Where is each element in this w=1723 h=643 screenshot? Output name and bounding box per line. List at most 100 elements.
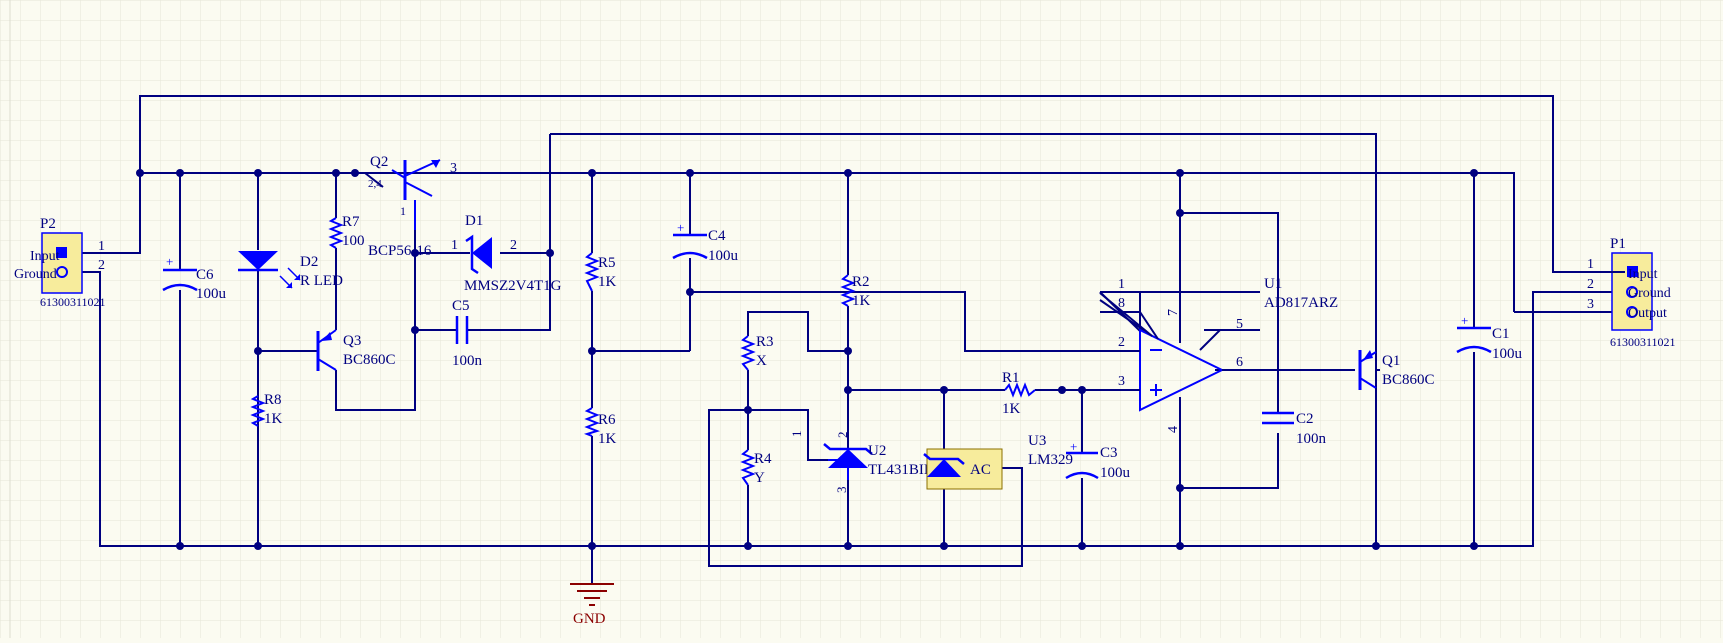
r8-designator: R8: [264, 392, 282, 408]
q2-designator: Q2: [370, 154, 388, 170]
u2-pin3: 3: [834, 487, 849, 494]
connector-p2[interactable]: P2 61300311021 1 2 Input Ground: [14, 216, 106, 309]
u1-pin2: 2: [1118, 335, 1125, 350]
zener-d1[interactable]: D1 MMSZ2V4T1G 1 2: [451, 213, 562, 294]
svg-text:+: +: [677, 220, 684, 235]
capacitor-c3[interactable]: + C3 100u: [1065, 439, 1131, 481]
d1-pin1: 1: [451, 238, 458, 253]
p1-pin2: 2: [1587, 277, 1594, 292]
svg-text:+: +: [166, 254, 173, 269]
d1-value: MMSZ2V4T1G: [464, 278, 562, 294]
resistor-r7[interactable]: R7 100: [328, 214, 365, 249]
u3-value: LM329: [1028, 452, 1073, 468]
q3-value: BC860C: [343, 352, 396, 368]
u1-pin7: 7: [1166, 309, 1181, 316]
capacitor-c2[interactable]: C2 100n: [1262, 411, 1327, 447]
capacitor-c4[interactable]: + C4 100u: [672, 220, 739, 264]
c5-designator: C5: [452, 298, 470, 314]
opamp-u1[interactable]: U1 AD817ARZ 1 8 2 3 7 5 6 4: [1099, 276, 1338, 433]
svg-text:+: +: [1461, 313, 1468, 328]
d2-value: R LED: [300, 273, 343, 289]
u2-designator: U2: [868, 443, 886, 459]
p2-pin1: 1: [98, 239, 105, 254]
transistor-q2[interactable]: Q2 BCP56-16 3 1 2,4: [368, 154, 457, 259]
u1-pin3: 3: [1118, 374, 1125, 389]
p1-pin3: 3: [1587, 297, 1594, 312]
p2-part: 61300311021: [40, 295, 106, 309]
p1-input-label: Input: [1628, 267, 1658, 282]
transistor-q1[interactable]: Q1 BC860C: [1358, 350, 1435, 546]
u1-value: AD817ARZ: [1264, 295, 1338, 311]
u1-pin6: 6: [1236, 355, 1243, 370]
d1-designator: D1: [465, 213, 483, 229]
led-d2[interactable]: D2 R LED: [238, 251, 343, 289]
capacitor-c6[interactable]: + C6 100u: [162, 254, 227, 302]
u3-designator: U3: [1028, 433, 1046, 449]
c6-designator: C6: [196, 267, 214, 283]
connector-p1[interactable]: P1 61300311021 1 2 3 Input Ground Output: [1587, 236, 1676, 349]
p1-ground-label: Ground: [1628, 286, 1671, 301]
c4-designator: C4: [708, 228, 726, 244]
r7-designator: R7: [342, 214, 360, 230]
r6-value: 1K: [598, 431, 617, 447]
ground-symbol[interactable]: GND: [570, 583, 614, 627]
reference-u3[interactable]: AC U3 LM329: [923, 433, 1073, 490]
resistor-r6[interactable]: R6 1K: [583, 407, 617, 447]
c2-value: 100n: [1296, 431, 1327, 447]
gnd-label: GND: [573, 611, 606, 627]
r3-designator: R3: [756, 334, 774, 350]
p2-designator: P2: [40, 216, 56, 232]
q1-designator: Q1: [1382, 353, 1400, 369]
p1-pin1: 1: [1587, 257, 1594, 272]
p2-pin2: 2: [98, 258, 105, 273]
resistor-r2[interactable]: R2 1K: [840, 274, 871, 309]
resistor-r1[interactable]: R1 1K: [1002, 370, 1036, 417]
d2-designator: D2: [300, 254, 318, 270]
c3-value: 100u: [1100, 465, 1131, 481]
r2-value: 1K: [852, 293, 871, 309]
resistor-r8[interactable]: R8 1K: [250, 392, 283, 427]
resistor-r5[interactable]: R5 1K: [584, 252, 617, 292]
u3-box-label: AC: [970, 462, 991, 478]
c6-value: 100u: [196, 286, 227, 302]
c1-value: 100u: [1492, 346, 1523, 362]
r4-designator: R4: [754, 451, 772, 467]
c4-value: 100u: [708, 248, 739, 264]
r2-designator: R2: [852, 274, 870, 290]
wires: [62, 95, 1625, 584]
u2-pin1: 1: [789, 431, 804, 438]
r5-designator: R5: [598, 255, 616, 271]
c5-value: 100n: [452, 353, 483, 369]
resistor-r4[interactable]: R4 Y: [740, 449, 772, 486]
p1-part: 61300311021: [1610, 335, 1676, 349]
capacitor-c1[interactable]: + C1 100u: [1456, 313, 1523, 362]
svg-text:+: +: [1070, 439, 1077, 454]
q2-pin3: 3: [450, 161, 457, 176]
r7-value: 100: [342, 233, 365, 249]
p1-designator: P1: [1610, 236, 1626, 252]
q3-designator: Q3: [343, 333, 361, 349]
resistor-r3[interactable]: R3 X: [740, 334, 774, 371]
p2-input-label: Input: [30, 249, 60, 264]
capacitor-c5[interactable]: C5 100n: [452, 298, 483, 369]
r5-value: 1K: [598, 274, 617, 290]
q2-value: BCP56-16: [368, 243, 432, 259]
u1-pin4: 4: [1166, 426, 1181, 433]
u2-pin2: 2: [835, 432, 850, 439]
c1-designator: C1: [1492, 326, 1510, 342]
u1-pin1: 1: [1118, 277, 1125, 292]
r8-value: 1K: [264, 411, 283, 427]
transistor-q3[interactable]: Q3 BC860C: [316, 329, 396, 371]
c2-designator: C2: [1296, 411, 1314, 427]
u1-designator: U1: [1264, 276, 1282, 292]
p2-ground-label: Ground: [14, 267, 57, 282]
q2-pin1: 1: [400, 204, 406, 218]
r4-value: Y: [754, 470, 765, 486]
r3-value: X: [756, 353, 767, 369]
d1-pin2: 2: [510, 238, 517, 253]
r1-designator: R1: [1002, 370, 1020, 386]
q1-value: BC860C: [1382, 372, 1435, 388]
